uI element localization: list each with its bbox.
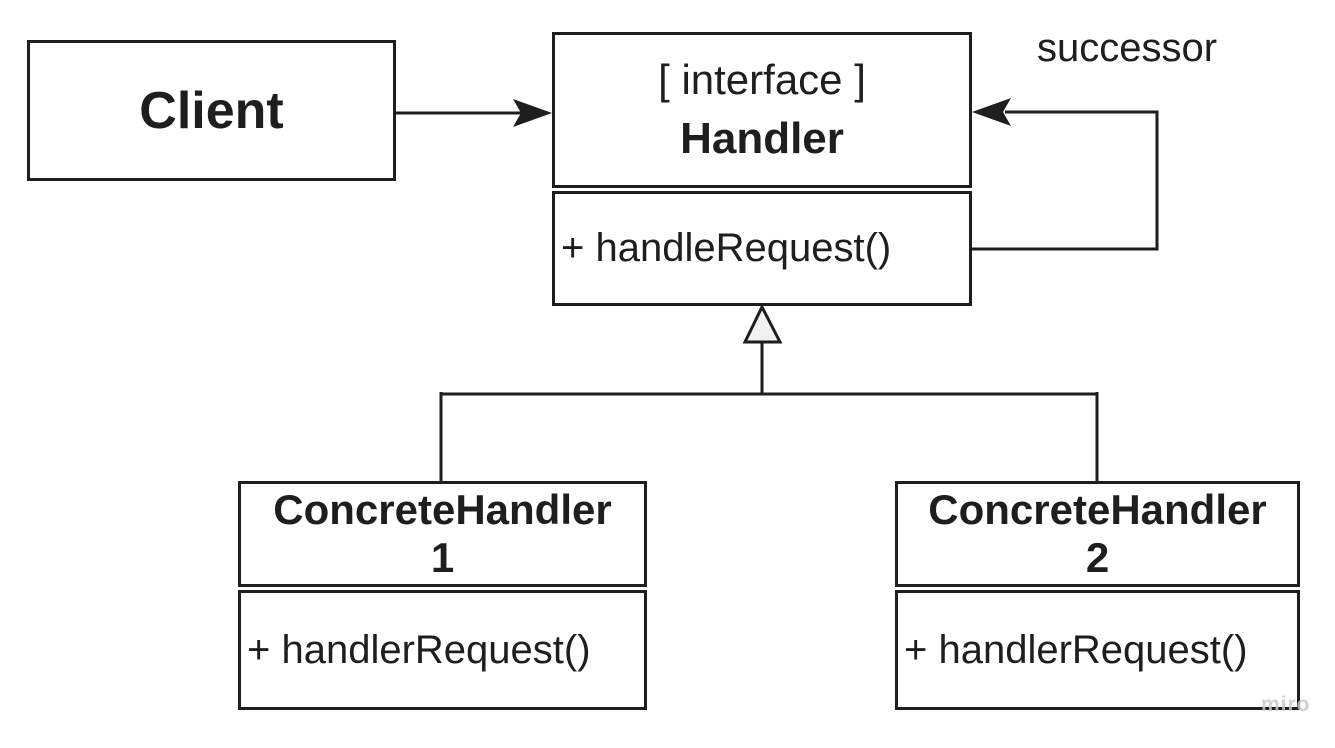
concrete-handler-1-methods-section: + handlerRequest() (238, 590, 647, 710)
handler-method: + handleRequest() (561, 226, 892, 270)
client-to-handler-arrow (394, 99, 552, 127)
miro-watermark: miro (1261, 693, 1311, 716)
concrete-handler-2-method: + handlerRequest() (904, 627, 1248, 672)
class-box-client[interactable]: Client (27, 40, 396, 181)
class-name-client: Client (139, 81, 284, 140)
class-box-handler[interactable]: [ interface ] Handler + handleRequest() (552, 32, 972, 306)
class-box-concrete-handler-2[interactable]: ConcreteHandler 2 + handlerRequest() (895, 481, 1300, 710)
handler-methods-section: + handleRequest() (552, 191, 972, 306)
inheritance-triangle-icon (742, 303, 783, 344)
class-name-handler: Handler (680, 114, 844, 163)
handler-title-section: [ interface ] Handler (552, 32, 972, 188)
class-name-concrete-handler-1: ConcreteHandler (273, 486, 612, 533)
class-box-concrete-handler-1[interactable]: ConcreteHandler 1 + handlerRequest() (238, 481, 647, 710)
concrete-handler-2-methods-section: + handlerRequest() (895, 590, 1300, 710)
concrete-handler-1-method: + handlerRequest() (247, 627, 591, 672)
class-name-concrete-handler-1-number: 1 (430, 534, 455, 581)
concrete-handler-1-title-section: ConcreteHandler 1 (238, 481, 647, 587)
successor-edge-label: successor (1037, 26, 1218, 70)
successor-self-loop-arrow (970, 98, 1159, 251)
handler-stereotype: [ interface ] (658, 56, 866, 103)
class-name-concrete-handler-2: ConcreteHandler (928, 486, 1267, 533)
class-name-concrete-handler-2-number: 2 (1085, 534, 1110, 581)
client-title-section: Client (27, 40, 396, 181)
concrete-handler-2-title-section: ConcreteHandler 2 (895, 481, 1300, 587)
inheritance-connector (439, 303, 1099, 483)
